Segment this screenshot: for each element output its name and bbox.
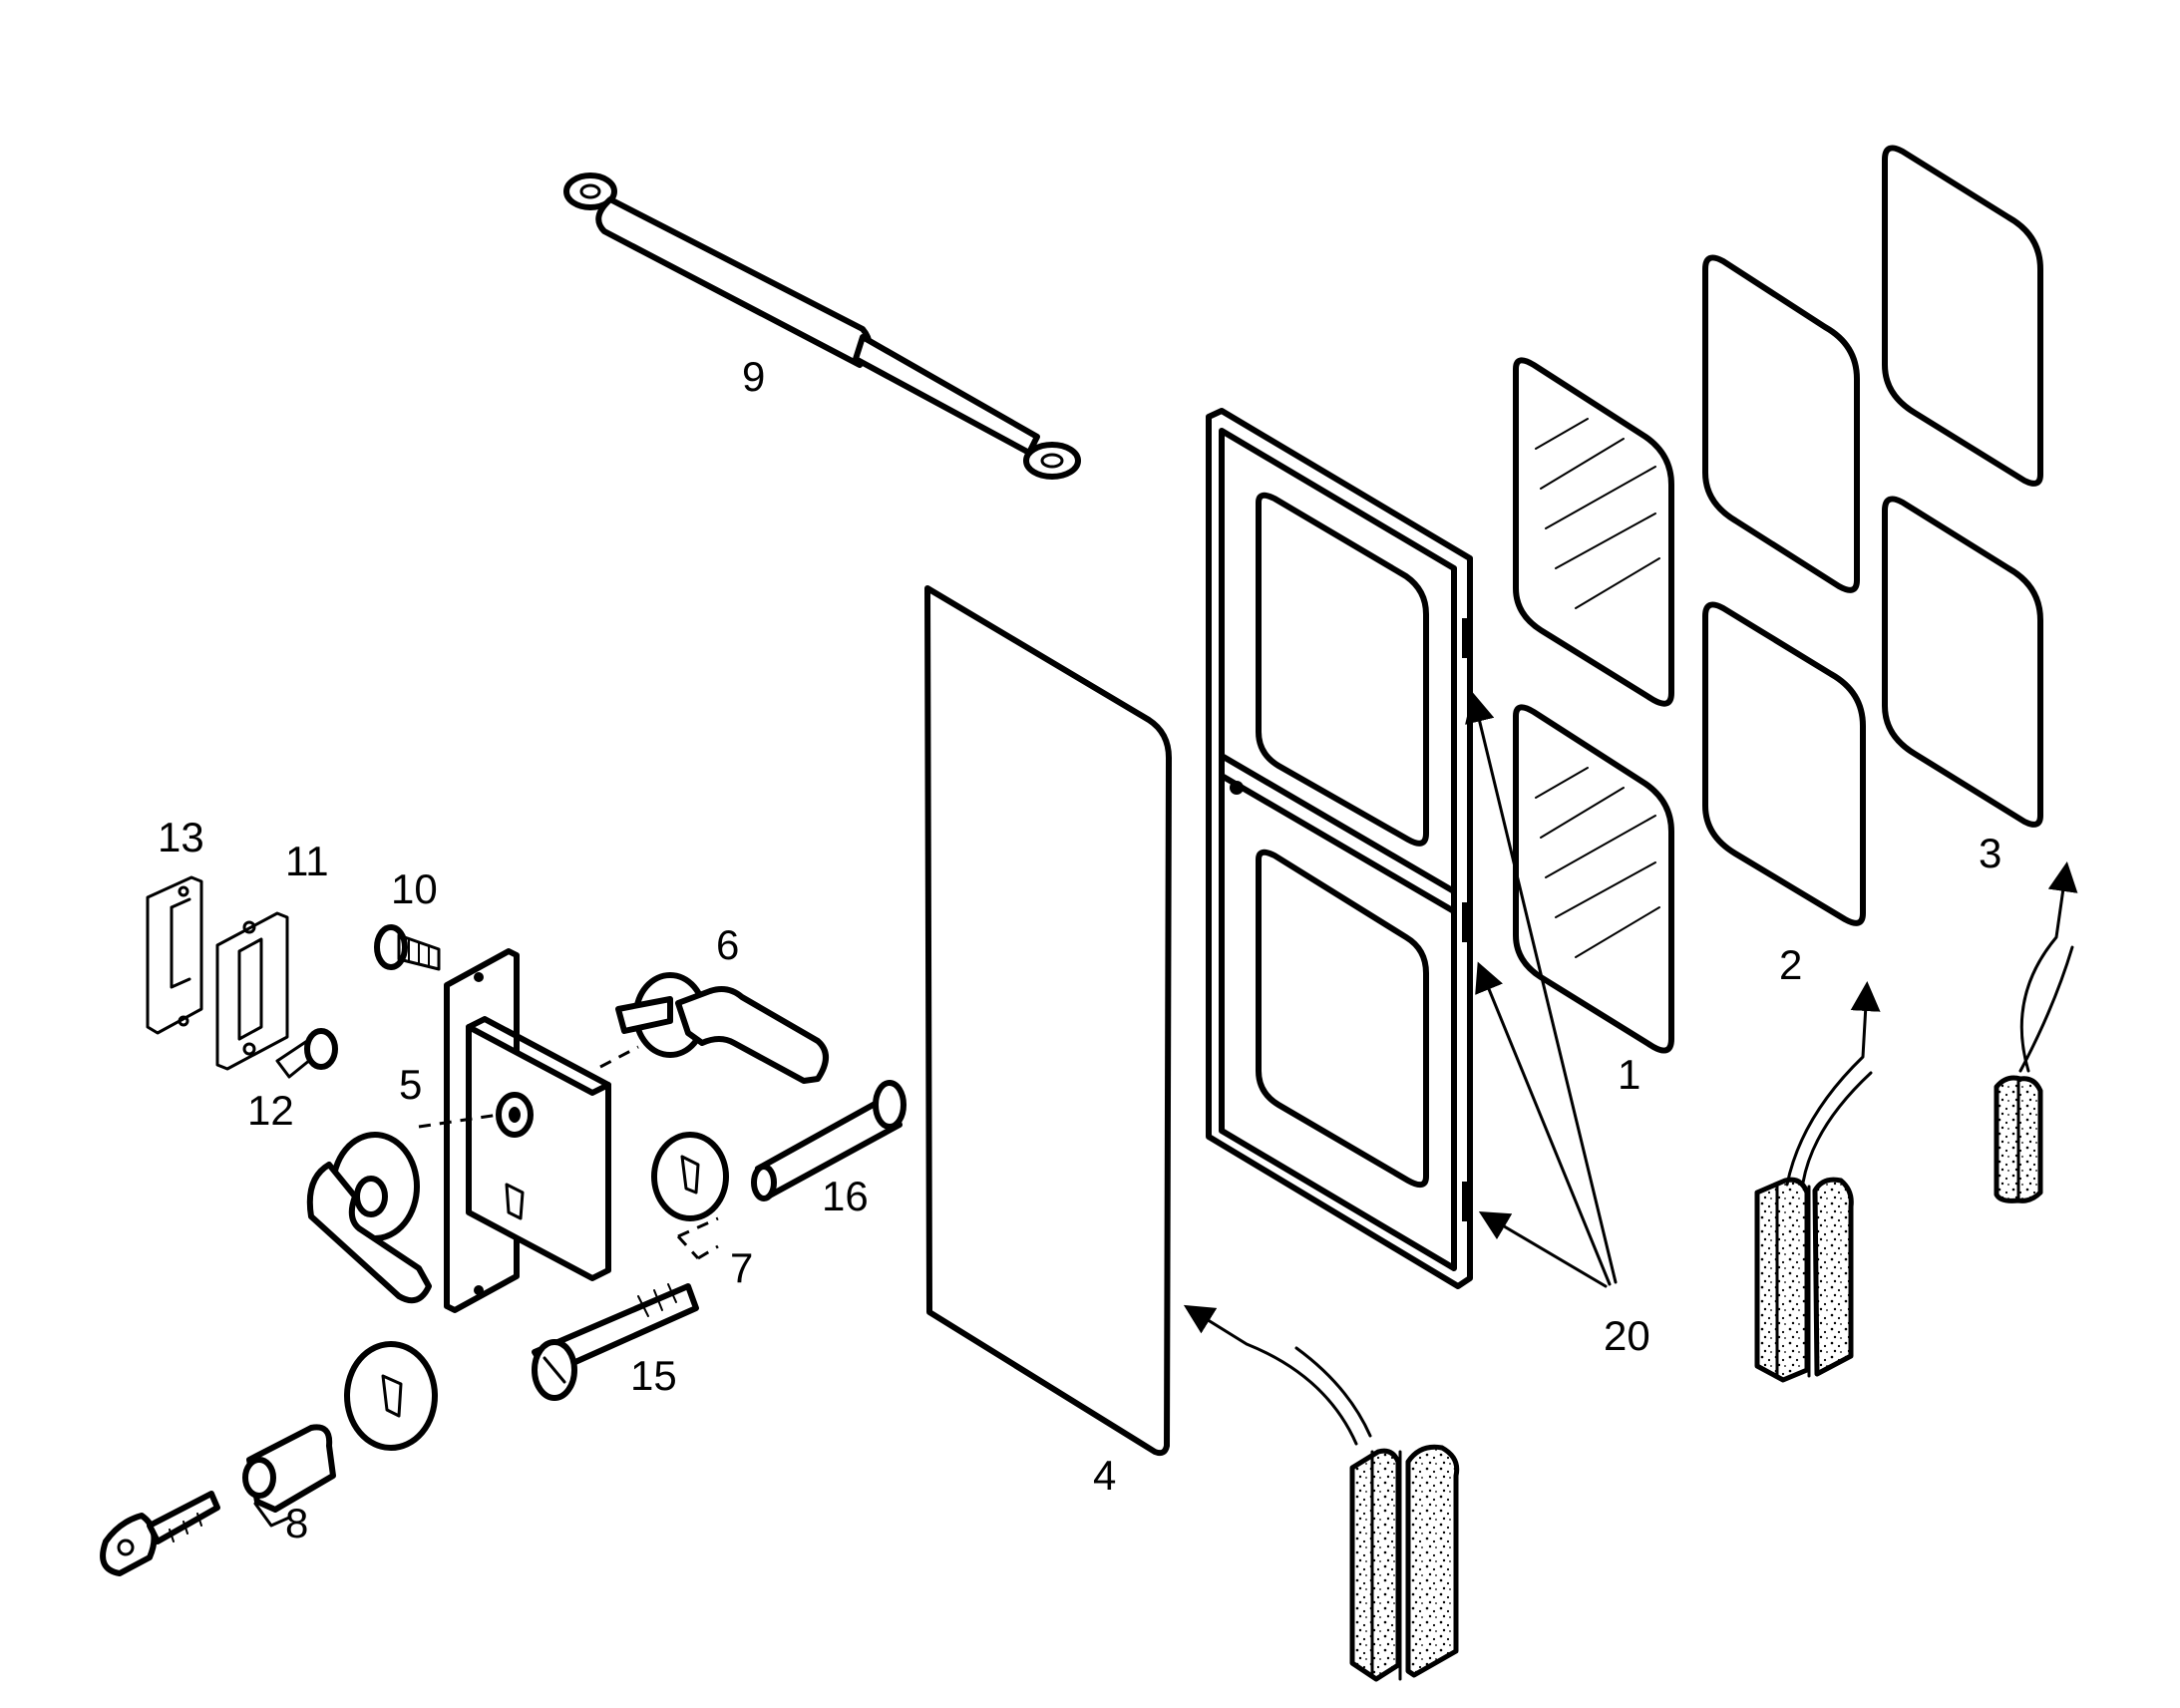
lock-screw (374, 924, 441, 971)
gasket-frames-right (1882, 145, 2043, 828)
callout-12: 12 (247, 1087, 294, 1134)
gasket-profile-medium (1754, 1177, 1854, 1383)
callout-7: 7 (730, 1244, 753, 1291)
callout-16: 16 (822, 1173, 869, 1219)
striker-plates (146, 875, 338, 1079)
callout-15: 15 (630, 1352, 677, 1399)
callout-labels: 1 2 3 4 5 6 7 8 9 10 11 12 13 15 16 20 (158, 353, 2001, 1546)
lock-case (418, 948, 639, 1313)
callout-6: 6 (716, 921, 739, 968)
lever-handle-left (306, 1132, 432, 1304)
callout-13: 13 (158, 814, 204, 860)
callout-9: 9 (742, 353, 765, 400)
door-frame (1206, 408, 1473, 1289)
panel-sheet (924, 585, 1172, 1457)
callout-1: 1 (1618, 1051, 1640, 1098)
callout-11: 11 (285, 838, 329, 884)
lever-handle-right (615, 972, 829, 1084)
gasket-profile-large (1349, 1444, 1460, 1682)
callout-4: 4 (1093, 1452, 1116, 1499)
gas-strut (563, 172, 1081, 480)
callout-10: 10 (391, 865, 438, 912)
rosette-screw-spindle (344, 1080, 907, 1451)
callout-8: 8 (285, 1500, 308, 1546)
callout-20: 20 (1604, 1312, 1650, 1359)
gasket-frames-middle (1702, 254, 1866, 926)
lock-cylinder-and-key (100, 1424, 336, 1576)
glazing-panes (1513, 357, 1674, 1054)
gasket-profile-small (1994, 1075, 2043, 1203)
assembly-arrows (1183, 692, 2078, 1446)
callout-2: 2 (1779, 941, 1802, 988)
callout-5: 5 (399, 1061, 422, 1108)
callout-3: 3 (1979, 830, 2001, 876)
